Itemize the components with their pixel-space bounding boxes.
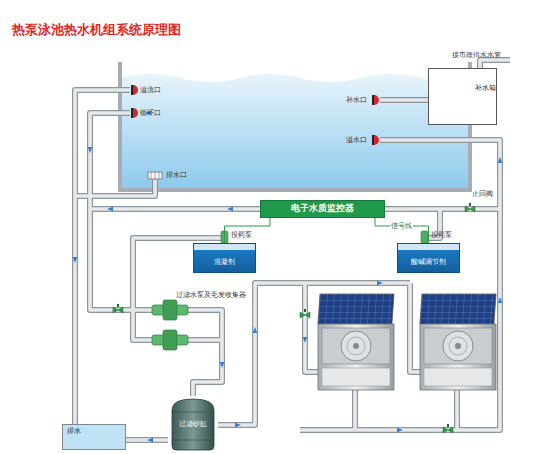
drain-grate <box>151 172 159 179</box>
return-port <box>372 135 379 145</box>
tank-seam <box>172 412 214 440</box>
part-label: 止回阀 <box>472 190 493 197</box>
signal-line <box>225 218 271 243</box>
makeup-port <box>372 95 379 105</box>
signal-line <box>375 218 429 243</box>
drain-outlet <box>148 172 162 179</box>
node-label: 酸碱调节剂 <box>411 258 446 265</box>
pool-water <box>120 74 470 190</box>
part-label: 接市政供水水管 <box>452 51 501 58</box>
node-label: 补水箱 <box>475 84 496 91</box>
chemical-tank: 混凝剂 <box>193 243 256 273</box>
water-quality-monitor: 电子水质监控器 <box>260 200 385 218</box>
check-valve <box>465 203 475 212</box>
valve <box>443 424 453 433</box>
part-label: 溢流口 <box>140 86 161 93</box>
heat-pump-unit <box>318 294 394 390</box>
drain-pit: 排水 <box>62 424 126 450</box>
overflow-port <box>131 85 138 95</box>
part-label: 排水口 <box>166 171 187 178</box>
node-label: 过滤砂缸 <box>179 420 207 427</box>
node-label: 混凝剂 <box>214 258 235 265</box>
part-label: 过滤水泵及毛发收集器 <box>176 291 246 298</box>
part-label: 补水口 <box>346 96 367 103</box>
valve <box>300 309 310 318</box>
edge-label: 信号线 <box>390 222 413 229</box>
part-label: 投药泵 <box>431 231 452 238</box>
dosing-pump <box>421 231 428 243</box>
node-label: 排水 <box>67 427 81 434</box>
part-label: 溢水口 <box>346 136 367 143</box>
node-label: 电子水质监控器 <box>291 204 354 214</box>
tank-body <box>172 399 214 450</box>
heat-pump-unit <box>420 294 496 390</box>
part-label: 投药泵 <box>231 231 252 238</box>
circulation-port <box>131 108 138 118</box>
makeup-tank: 补水箱 <box>428 68 497 125</box>
pipe-outline <box>75 60 510 440</box>
flow-arrows <box>73 111 502 442</box>
valve <box>113 304 123 313</box>
diagram-title: 热泵泳池热水机组系统原理图 <box>12 21 181 39</box>
pool-wall <box>120 62 470 190</box>
filter-pump <box>152 300 188 350</box>
chemical-tank: 酸碱调节剂 <box>397 243 460 273</box>
pipe-body <box>75 60 510 440</box>
sand-filter-tank: 过滤砂缸 <box>168 396 218 451</box>
part-label: 循环口 <box>140 109 161 116</box>
